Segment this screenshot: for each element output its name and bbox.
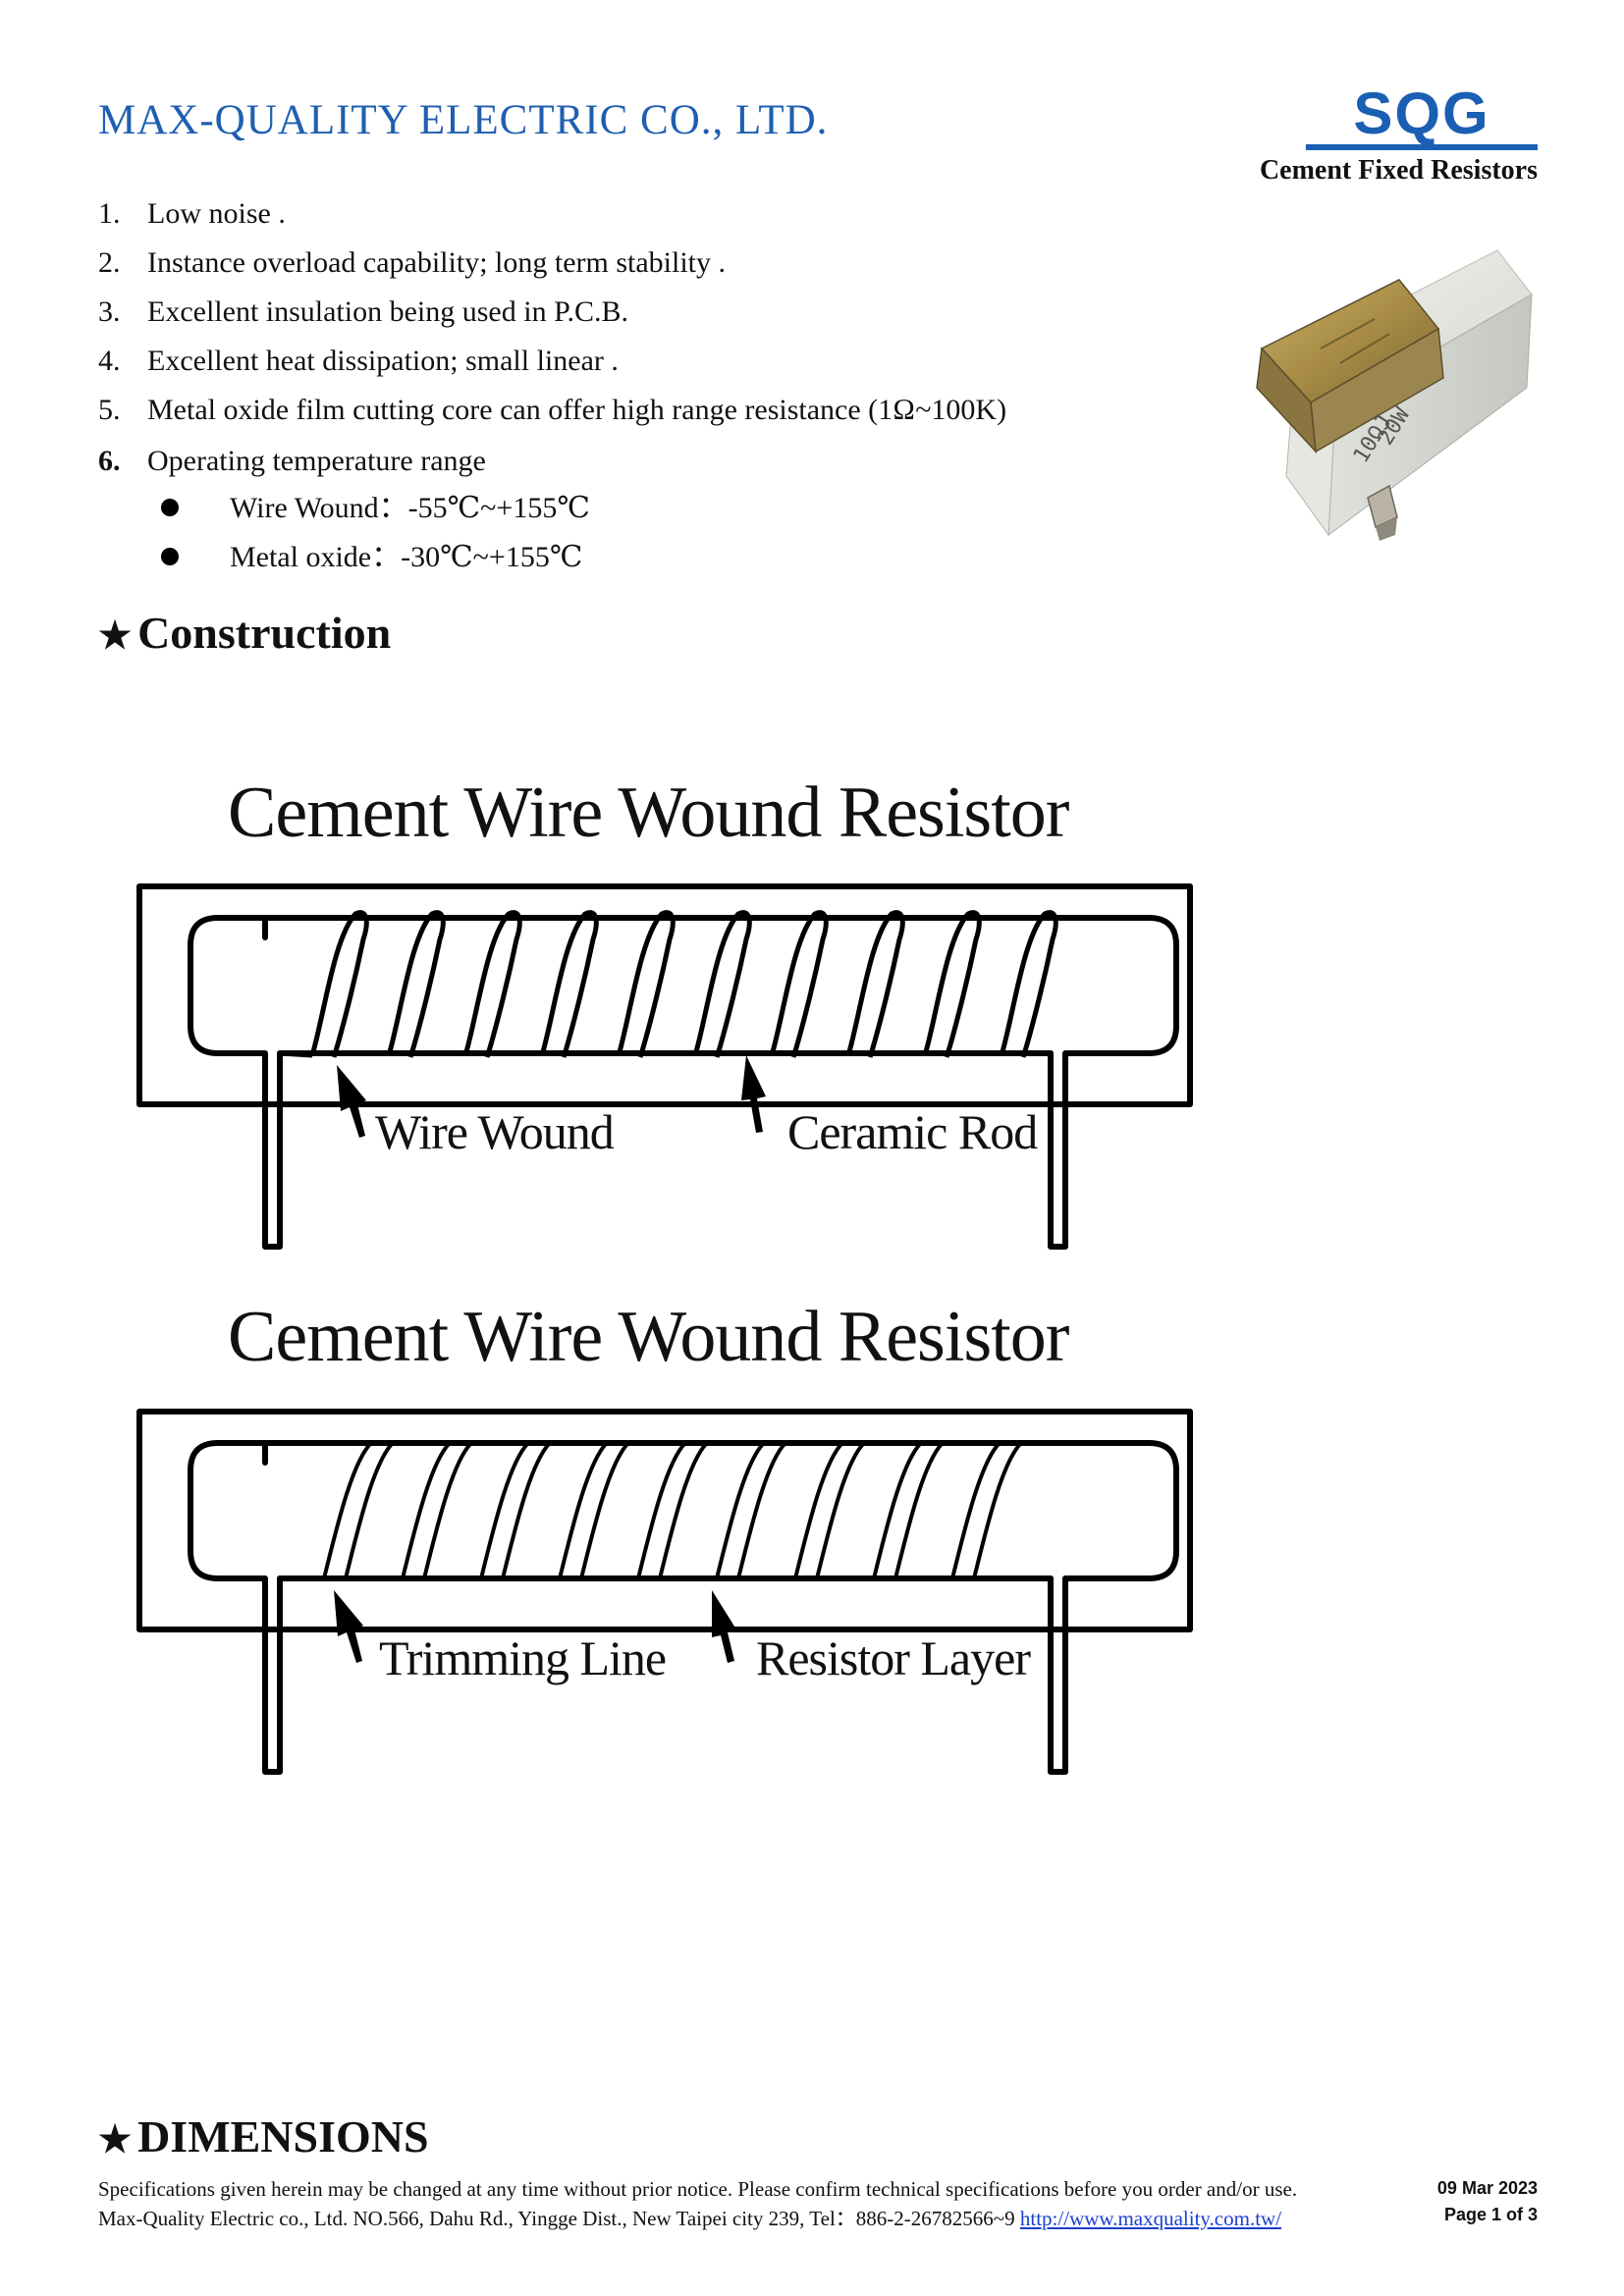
feature-number: 4. bbox=[98, 345, 121, 377]
page-number: Page 1 of 3 bbox=[1443, 2205, 1538, 2224]
footer-notice: Specifications given herein may be chang… bbox=[98, 2177, 1298, 2201]
feature-number: 2. bbox=[98, 246, 121, 279]
arrow-icon bbox=[337, 1065, 366, 1138]
feature-item-4: 4. Excellent heat dissipation; small line… bbox=[98, 342, 619, 381]
label-resistor-layer: Resistor Layer bbox=[756, 1630, 1031, 1685]
label-ceramic-rod: Ceramic Rod bbox=[787, 1104, 1038, 1159]
resistor-photo: 20W 10ΩJ bbox=[1256, 249, 1533, 541]
feature-text: Metal oxide film cutting core can offer … bbox=[147, 394, 1007, 426]
arrow-icon bbox=[712, 1590, 736, 1663]
feature-text: Low noise . bbox=[147, 197, 286, 230]
feature-text: Instance overload capability; long term … bbox=[147, 246, 726, 279]
arrow-icon bbox=[741, 1055, 766, 1133]
sqg-logo: SQG bbox=[1353, 80, 1490, 146]
temp-label: Wire Wound：-55℃~+155℃ bbox=[230, 492, 590, 524]
arrow-icon bbox=[334, 1590, 363, 1663]
temp-wire-wound: Wire Wound：-55℃~+155℃ bbox=[161, 489, 590, 528]
feature-item-5: 5. Metal oxide film cutting core can offe… bbox=[98, 391, 1006, 430]
bullet-icon bbox=[161, 548, 179, 566]
feature-item-1: 1. Low noise . bbox=[98, 194, 286, 234]
address-text: Max-Quality Electric co., Ltd. NO.566, D… bbox=[98, 2207, 1020, 2230]
section-title: DIMENSIONS bbox=[137, 2111, 429, 2162]
feature-number: 5. bbox=[98, 394, 121, 426]
feature-item-3: 3. Excellent insulation being used in P.C… bbox=[98, 293, 628, 332]
feature-number: 1. bbox=[98, 197, 121, 230]
temp-metal-oxide: Metal oxide：-30℃~+155℃ bbox=[161, 538, 582, 577]
feature-number: 3. bbox=[98, 295, 121, 328]
section-title: Construction bbox=[137, 608, 392, 658]
diagram-wire-wound bbox=[136, 883, 1193, 1250]
logo-underline bbox=[1306, 144, 1538, 150]
label-trimming-line: Trimming Line bbox=[379, 1630, 667, 1685]
feature-text: Excellent heat dissipation; small linear… bbox=[147, 345, 619, 377]
diagram-2-title: Cement Wire Wound Resistor bbox=[228, 1297, 1069, 1377]
temp-label: Metal oxide：-30℃~+155℃ bbox=[230, 541, 583, 573]
product-subtitle: Cement Fixed Resistors bbox=[1259, 155, 1538, 186]
feature-text: Operating temperature range bbox=[147, 445, 486, 477]
feature-item-6: 6. Operating temperature range bbox=[98, 442, 486, 481]
website-link[interactable]: http://www.maxquality.com.tw/ bbox=[1019, 2207, 1282, 2230]
footer-date: 09 Mar 2023 bbox=[1436, 2178, 1538, 2198]
star-icon: ★ bbox=[98, 615, 133, 657]
section-dimensions: ★DIMENSIONS bbox=[98, 2110, 429, 2163]
company-name: MAX-QUALITY ELECTRIC CO., LTD. bbox=[98, 97, 829, 143]
diagram-metal-oxide bbox=[136, 1409, 1193, 1775]
bullet-icon bbox=[161, 499, 179, 517]
star-icon: ★ bbox=[98, 2119, 133, 2161]
feature-number: 6. bbox=[98, 445, 121, 477]
section-construction: ★Construction bbox=[98, 607, 391, 659]
footer-address: Max-Quality Electric co., Ltd. NO.566, D… bbox=[98, 2203, 1281, 2232]
diagram-1-title: Cement Wire Wound Resistor bbox=[228, 773, 1069, 853]
label-wire-wound: Wire Wound bbox=[375, 1104, 615, 1159]
feature-text: Excellent insulation being used in P.C.B… bbox=[147, 295, 628, 328]
feature-item-2: 2. Instance overload capability; long ter… bbox=[98, 243, 726, 283]
